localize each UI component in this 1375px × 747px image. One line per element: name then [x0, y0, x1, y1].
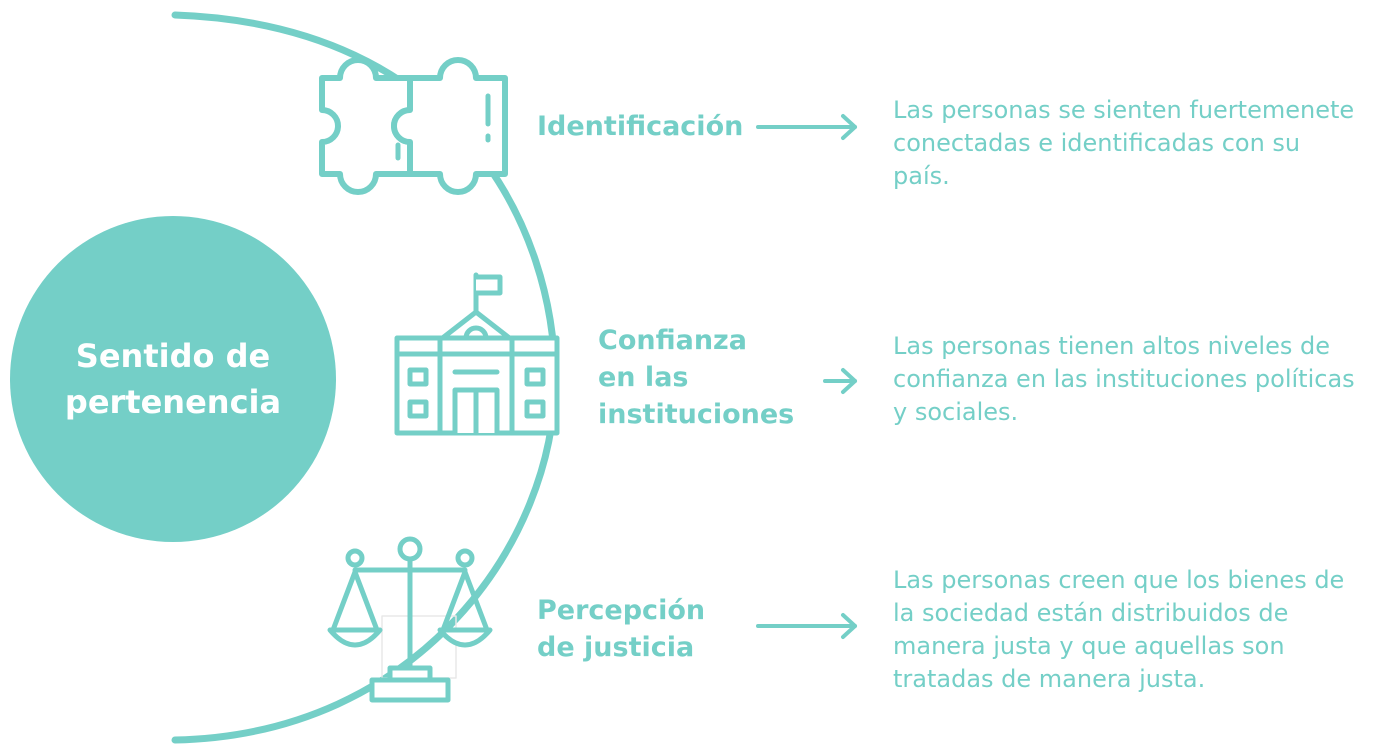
arrow-justicia: [756, 613, 857, 639]
label-confianza: Confianza en las instituciones: [598, 325, 795, 430]
label-identificacion: Identificación: [537, 111, 744, 142]
center-title: Sentido de pertenencia: [64, 337, 282, 421]
scales-icon: [327, 536, 493, 703]
puzzle-icon: [319, 57, 508, 195]
label-justicia: Percepción de justicia: [537, 595, 706, 663]
description-justicia: Las personas creen que los bienes de la …: [893, 566, 1345, 693]
building-icon: [394, 272, 560, 436]
arrow-confianza: [823, 368, 857, 394]
description-identificacion: Las personas se sienten fuertemenete con…: [893, 96, 1355, 190]
arrow-identificacion: [756, 114, 857, 140]
center-node: Sentido de pertenencia: [10, 216, 336, 542]
description-confianza: Las personas tienen altos niveles de con…: [893, 332, 1355, 426]
